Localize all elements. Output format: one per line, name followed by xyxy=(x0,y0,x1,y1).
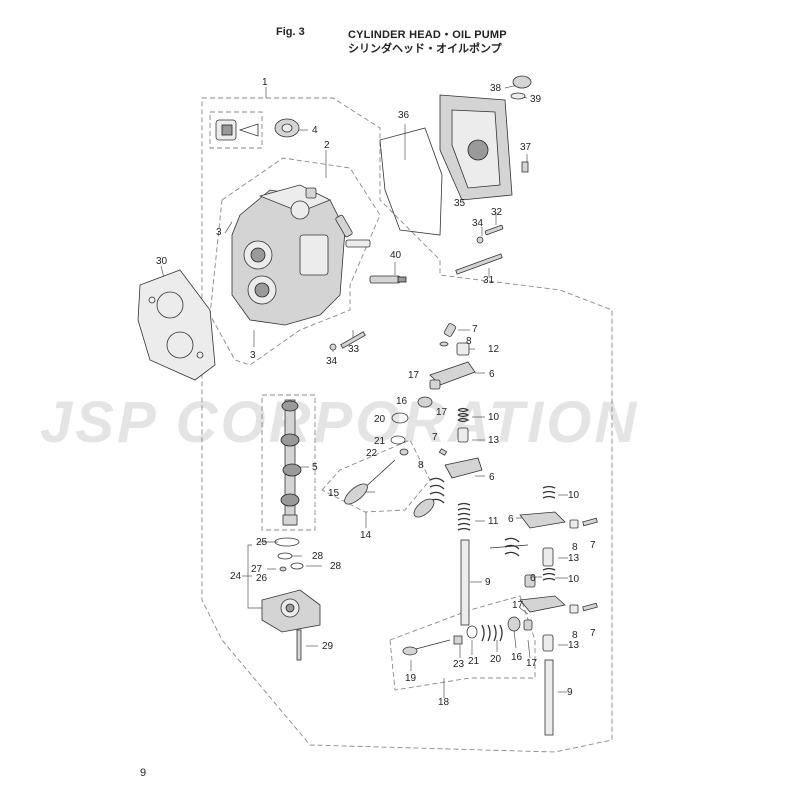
callout-34: 34 xyxy=(472,218,484,229)
callout-7: 7 xyxy=(432,432,438,443)
group-outline-cylinder-head xyxy=(209,157,381,366)
callout-7: 7 xyxy=(472,324,478,335)
callout-5: 5 xyxy=(312,462,318,473)
callout-12: 12 xyxy=(488,344,500,355)
callout-7: 7 xyxy=(590,540,596,551)
oil-seal xyxy=(274,118,300,138)
callout-26: 26 xyxy=(256,573,268,584)
callout-7: 7 xyxy=(590,628,596,639)
callout-19: 19 xyxy=(405,673,417,684)
page-number: 9 xyxy=(140,767,147,779)
spark-plug xyxy=(369,275,407,284)
callout-9: 9 xyxy=(485,577,491,588)
callout-13: 13 xyxy=(488,435,500,446)
callout-37: 37 xyxy=(520,142,532,153)
valve-assembly-lower xyxy=(402,616,533,656)
callout-8: 8 xyxy=(572,542,578,553)
callout-30: 30 xyxy=(156,256,168,267)
callout-13: 13 xyxy=(568,553,580,564)
callout-24: 24 xyxy=(230,571,242,582)
cover-bolts xyxy=(329,161,529,351)
callout-6: 6 xyxy=(489,369,495,380)
group-outline-cylinder-head-assembly xyxy=(201,97,613,753)
page-title: CYLINDER HEAD・OIL PUMP xyxy=(348,29,507,41)
callout-15: 15 xyxy=(328,488,340,499)
oil-filler-cap xyxy=(510,75,532,100)
cylinder-head xyxy=(231,184,371,326)
callout-4: 4 xyxy=(312,125,318,136)
oil-pump xyxy=(261,537,321,661)
callout-36: 36 xyxy=(398,110,410,121)
callout-32: 32 xyxy=(491,207,503,218)
callout-11: 11 xyxy=(488,516,499,527)
callout-6: 6 xyxy=(530,573,536,584)
watermark: JSP CORPORATION xyxy=(40,390,639,455)
callout-28: 28 xyxy=(312,551,324,562)
callout-23: 23 xyxy=(453,659,465,670)
callout-3: 3 xyxy=(216,227,222,238)
callout-17: 17 xyxy=(436,407,448,418)
callout-16: 16 xyxy=(396,396,408,407)
callout-27: 27 xyxy=(251,564,263,575)
callout-20: 20 xyxy=(374,414,386,425)
group-outline-valves-lower xyxy=(389,595,536,691)
callout-14: 14 xyxy=(360,530,372,541)
group-outline-oil-seal xyxy=(209,111,263,149)
callout-6: 6 xyxy=(508,514,514,525)
intake-valve-upper xyxy=(344,459,396,505)
valve-train-upper xyxy=(390,323,483,479)
callout-10: 10 xyxy=(568,490,580,501)
callout-29: 29 xyxy=(322,641,334,652)
callout-labels: 1 2 3 3 4 5 6 6 6 6 7 7 7 7 8 8 8 8 9 9 … xyxy=(156,77,596,708)
callout-6: 6 xyxy=(489,472,495,483)
callout-21: 21 xyxy=(468,656,480,667)
callout-10: 10 xyxy=(488,412,500,423)
callout-2: 2 xyxy=(324,140,330,151)
callout-31: 31 xyxy=(483,275,495,286)
callout-20: 20 xyxy=(490,654,502,665)
callout-8: 8 xyxy=(418,460,424,471)
camshaft xyxy=(280,399,302,526)
callout-18: 18 xyxy=(438,697,450,708)
figure-label: Fig. 3 xyxy=(276,26,305,38)
head-cover-gasket xyxy=(379,127,443,236)
callout-1: 1 xyxy=(262,77,268,88)
callout-17: 17 xyxy=(526,658,538,669)
callout-9: 9 xyxy=(567,687,573,698)
callout-38: 38 xyxy=(490,83,502,94)
callout-25: 25 xyxy=(256,537,268,548)
page-title-japanese: シリンダヘッド・オイルポンプ xyxy=(348,43,502,55)
oil-seal-detail xyxy=(215,119,259,141)
callout-34: 34 xyxy=(326,356,338,367)
callout-10: 10 xyxy=(568,574,580,585)
group-outline-camshaft xyxy=(261,394,316,531)
exhaust-valve-upper xyxy=(413,477,445,518)
callout-35: 35 xyxy=(454,198,466,209)
callout-33: 33 xyxy=(348,344,360,355)
push-rod-right xyxy=(544,659,554,736)
callout-3: 3 xyxy=(250,350,256,361)
valve-train-right xyxy=(489,485,598,652)
callout-22: 22 xyxy=(366,448,378,459)
callout-8: 8 xyxy=(466,336,472,347)
callout-40: 40 xyxy=(390,250,402,261)
callout-17: 17 xyxy=(408,370,420,381)
push-rod-left xyxy=(460,539,470,626)
callout-13: 13 xyxy=(568,640,580,651)
callout-39: 39 xyxy=(530,94,542,105)
cylinder-head-cover xyxy=(439,94,513,201)
callout-28: 28 xyxy=(330,561,342,572)
callout-8: 8 xyxy=(572,630,578,641)
cylinder-head-gasket xyxy=(137,269,216,381)
callout-17: 17 xyxy=(512,600,524,611)
callout-21: 21 xyxy=(374,436,386,447)
callout-16: 16 xyxy=(511,652,523,663)
valve-spring-11 xyxy=(457,502,471,531)
